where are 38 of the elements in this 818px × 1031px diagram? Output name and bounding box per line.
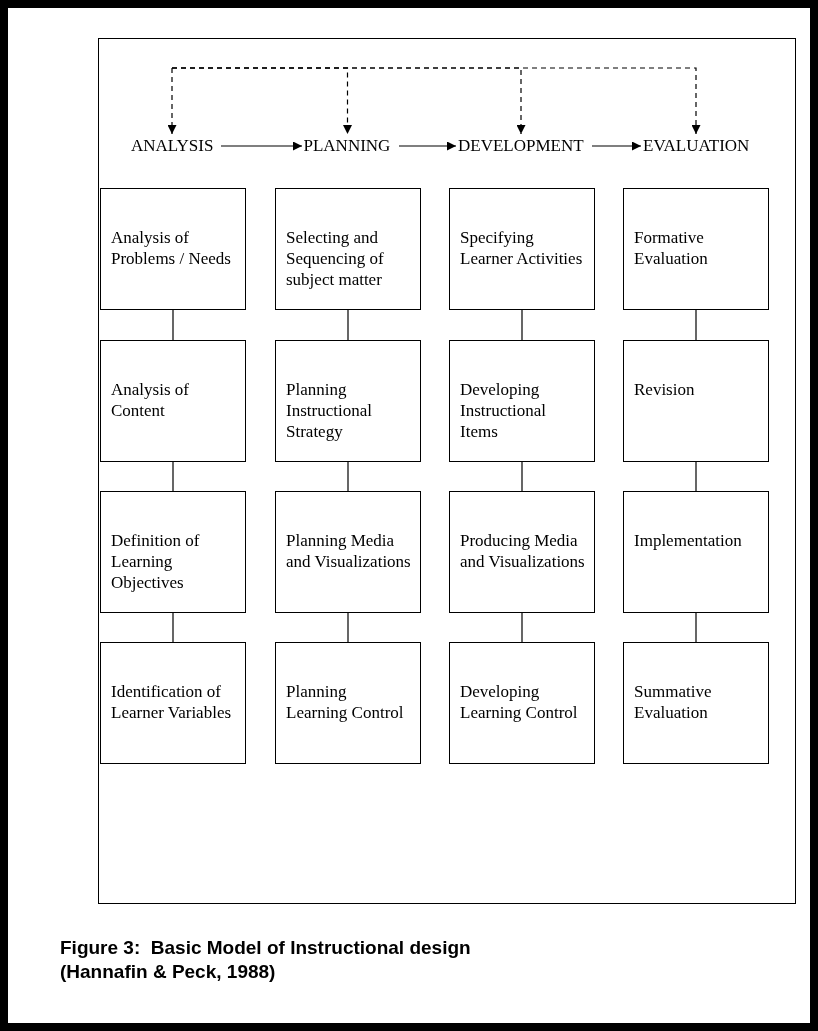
feedback-arrow (171, 67, 701, 135)
process-box: Formative Evaluation (623, 188, 769, 310)
arrow (220, 141, 303, 151)
arrow (398, 141, 457, 151)
connector-line (347, 461, 349, 492)
process-box: Planning Learning Control (275, 642, 421, 764)
process-box: Implementation (623, 491, 769, 613)
connector-line (347, 309, 349, 341)
connector-line (172, 309, 174, 341)
figure-caption: Figure 3: Basic Model of Instructional design (Hannafin & Peck, 1988) (60, 936, 472, 984)
connector-line (347, 612, 349, 643)
process-box: Planning Media and Visualizations (275, 491, 421, 613)
connector-line (521, 612, 523, 643)
phase-label: ANALYSIS (131, 136, 214, 156)
connector-line (695, 461, 697, 492)
feedback-arrow (167, 67, 177, 135)
process-box: Analysis of Content (100, 340, 246, 462)
phase-label: DEVELOPMENT (458, 136, 584, 156)
connector-line (172, 612, 174, 643)
process-box: Identification of Learner Variables (100, 642, 246, 764)
process-box: Analysis of Problems / Needs (100, 188, 246, 310)
process-box: Definition of Learning Objectives (100, 491, 246, 613)
connector-line (521, 309, 523, 341)
phase-label: EVALUATION (643, 136, 750, 156)
process-box: Planning Instructional Strategy (275, 340, 421, 462)
phase-label: PLANNING (303, 136, 391, 156)
process-box: Producing Media and Visualizations (449, 491, 595, 613)
arrow (591, 141, 642, 151)
process-box: Developing Learning Control (449, 642, 595, 764)
connector-line (695, 612, 697, 643)
connector-line (695, 309, 697, 341)
process-box: Revision (623, 340, 769, 462)
process-box: Selecting and Sequencing of subject matter (275, 188, 421, 310)
process-box: Developing Instructional Items (449, 340, 595, 462)
connector-line (521, 461, 523, 492)
process-box: Specifying Learner Activities (449, 188, 595, 310)
connector-line (172, 461, 174, 492)
process-box: Summative Evaluation (623, 642, 769, 764)
